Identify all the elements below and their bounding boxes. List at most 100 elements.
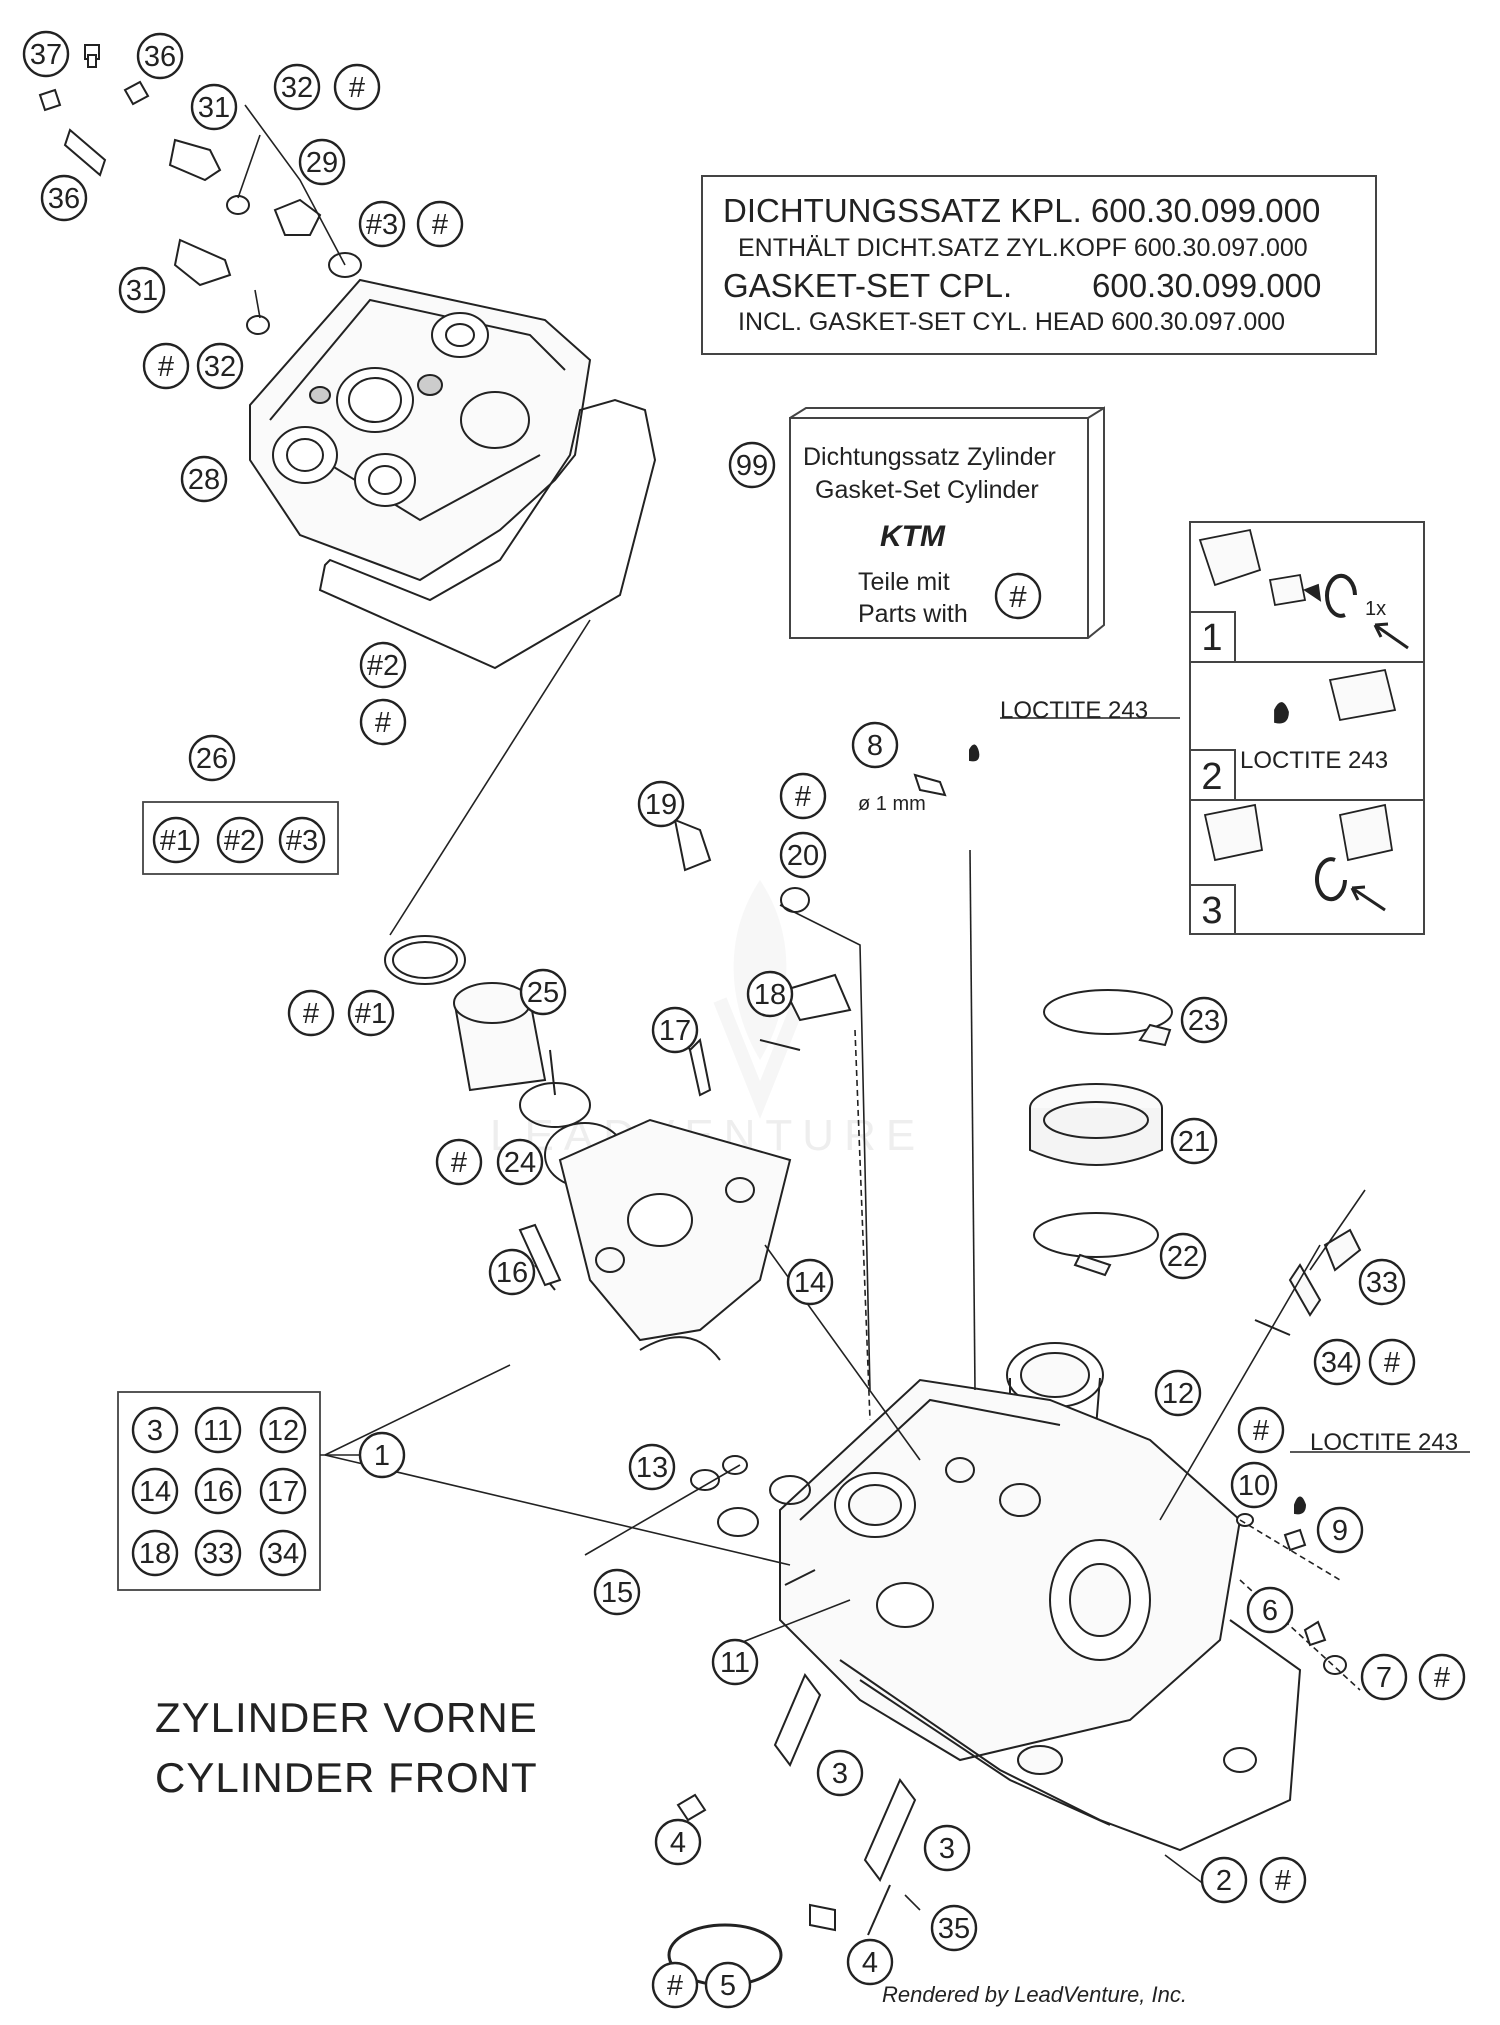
callout-c23-label: 23 [1188, 1005, 1220, 1037]
group-1-label-label: 1 [374, 1440, 390, 1472]
callout-c3a: 3 [816, 1749, 864, 1797]
callout-c3h-ring [358, 200, 406, 248]
callout-c7-label: 7 [1376, 1662, 1392, 1694]
callout-c2_m: # [1259, 1856, 1307, 1904]
callout-c20_m-ring [779, 772, 827, 820]
callout-c23: 23 [1180, 996, 1228, 1044]
callout-c7: 7 [1360, 1653, 1408, 1701]
callout-c3h: #3 [358, 200, 406, 248]
callout-c2_m-label: # [1275, 1865, 1291, 1897]
kit-mark: # [1009, 579, 1027, 614]
group-1-item-2-ring [259, 1406, 307, 1454]
callout-c31b-label: 31 [126, 275, 158, 307]
callout-c4b-ring [846, 1938, 894, 1986]
callout-c14-label: 14 [794, 1267, 826, 1299]
callout-c24_m-label: # [451, 1147, 467, 1179]
gasket-line-2: ENTHÄLT DICHT.SATZ ZYL.KOPF 600.30.097.0… [738, 234, 1308, 262]
callout-c31a: 31 [190, 83, 238, 131]
callout-c31a-label: 31 [198, 92, 230, 124]
callout-c14: 14 [786, 1258, 834, 1306]
step-2-number: 2 [1201, 756, 1222, 798]
callout-c32a-ring [273, 63, 321, 111]
group-1-item-7: 33 [194, 1529, 242, 1577]
callout-c28: 28 [180, 455, 228, 503]
callout-c17-label: 17 [659, 1015, 691, 1047]
group-26-label: 26 [188, 734, 236, 782]
installation-steps-box: 1 2 3 1x LOCTITE 243 [1189, 521, 1425, 935]
callout-c34-label: 34 [1321, 1347, 1353, 1379]
callout-c23-ring [1180, 996, 1228, 1044]
callout-c3h-label: #3 [366, 209, 398, 241]
callout-c20-label: 20 [787, 840, 819, 872]
callout-c16-label: 16 [496, 1257, 528, 1289]
callout-c32b-label: 32 [204, 351, 236, 383]
callout-c2h_m-ring [359, 698, 407, 746]
callout-c7-ring [1360, 1653, 1408, 1701]
group-26-item-1-label: #2 [224, 825, 256, 857]
callout-c2: 2 [1200, 1856, 1248, 1904]
step-3-number: 3 [1201, 890, 1222, 932]
group-1-label-ring [358, 1431, 406, 1479]
gasket-line-4: INCL. GASKET-SET CYL. HEAD 600.30.097.00… [738, 308, 1285, 336]
callout-c34_m: # [1368, 1338, 1416, 1386]
callout-c36b-label: 36 [48, 183, 80, 215]
group-1-item-3-label: 14 [139, 1476, 171, 1508]
callout-c6-ring [1246, 1586, 1294, 1634]
callout-c6-label: 6 [1262, 1595, 1278, 1627]
callout-c4a-ring [654, 1818, 702, 1866]
callout-c2h_m-label: # [375, 707, 391, 739]
callout-c35-label: 35 [938, 1913, 970, 1945]
group-26-item-2-ring [278, 816, 326, 864]
callout-c22: 22 [1159, 1232, 1207, 1280]
callout-c17: 17 [651, 1006, 699, 1054]
cylinder-head-drawing [779, 1342, 1302, 1852]
callout-c25_m: # [287, 989, 335, 1037]
callout-c3h_m-ring [416, 200, 464, 248]
callout-c4b-label: 4 [862, 1947, 878, 1979]
callout-c36b-ring [40, 174, 88, 222]
group-1-item-6-ring [131, 1529, 179, 1577]
kit-line-4: Parts with [858, 600, 968, 628]
callout-c10_m-label: # [1253, 1415, 1269, 1447]
callout-c25: 25 [519, 968, 567, 1016]
gasket-set-info-box: DICHTUNGSSATZ KPL. 600.30.099.000 ENTHÄL… [701, 175, 1377, 355]
kit-line-1: Dichtungssatz Zylinder [803, 443, 1056, 471]
group-1-item-7-ring [194, 1529, 242, 1577]
group-1-item-5-ring [259, 1467, 307, 1515]
callout-c2-ring [1200, 1856, 1248, 1904]
callout-c6: 6 [1246, 1586, 1294, 1634]
callout-c4b: 4 [846, 1938, 894, 1986]
callout-c32b_m-label: # [158, 351, 174, 383]
group-1-item-3-ring [131, 1467, 179, 1515]
callout-c34: 34 [1313, 1338, 1361, 1386]
render-credit: Rendered by LeadVenture, Inc. [882, 1982, 1187, 2007]
callout-c10: 10 [1230, 1461, 1278, 1509]
title-line-2: CYLINDER FRONT [155, 1754, 538, 1801]
callout-c20_m-label: # [795, 781, 811, 813]
callout-c12-ring [1154, 1369, 1202, 1417]
callout-c12-label: 12 [1162, 1378, 1194, 1410]
group-1-item-3: 14 [131, 1467, 179, 1515]
group-1-item-1: 11 [194, 1406, 242, 1454]
valve-cover-drawing [249, 278, 657, 670]
callout-c36a-label: 36 [144, 41, 176, 73]
callout-c21-label: 21 [1178, 1126, 1210, 1158]
callout-c5: 5 [704, 1961, 752, 2009]
group-26-label-ring [188, 734, 236, 782]
callout-c4a-label: 4 [670, 1827, 686, 1859]
group-26-item-0-label: #1 [160, 825, 192, 857]
callout-c28-ring [180, 455, 228, 503]
callout-c17-ring [651, 1006, 699, 1054]
callout-c29-label: 29 [306, 147, 338, 179]
callout-c29: 29 [298, 138, 346, 186]
kit-line-3: Teile mit [858, 568, 950, 596]
callout-c3b-label: 3 [939, 1833, 955, 1865]
callout-c25_m-label: # [303, 998, 319, 1030]
callout-c32a-label: 32 [281, 72, 313, 104]
gasket-line-3-label: GASKET-SET CPL. [723, 267, 1012, 304]
group-26-item-2-label: #3 [286, 825, 318, 857]
callout-c32b-ring [196, 342, 244, 390]
callout-c2h-ring [359, 641, 407, 689]
callout-c8-ring [851, 721, 899, 769]
